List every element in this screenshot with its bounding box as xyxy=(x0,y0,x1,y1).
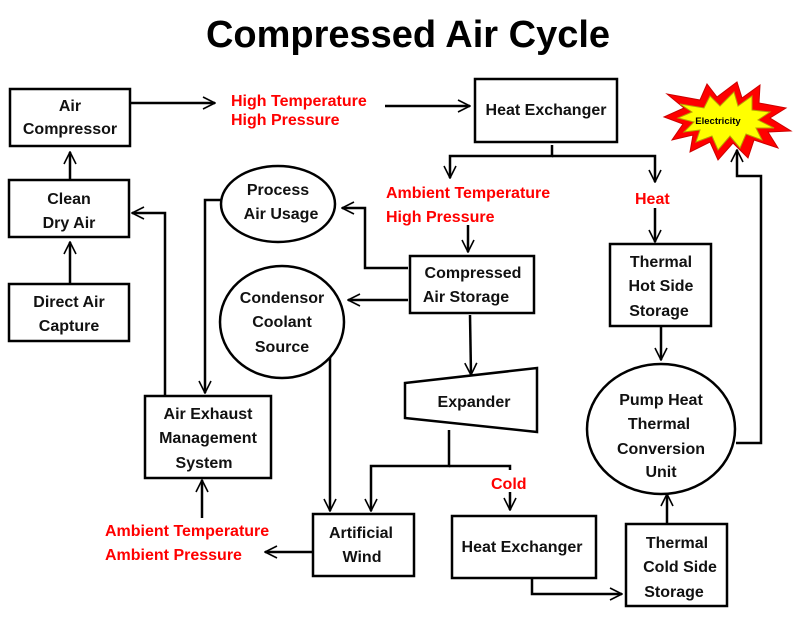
svg-text:System: System xyxy=(176,455,233,472)
svg-text:High Pressure: High Pressure xyxy=(231,112,340,129)
svg-text:Unit: Unit xyxy=(645,464,677,481)
label-heat: Heat xyxy=(635,191,670,208)
node-pump-heat-thermal-conversion: Pump Heat Thermal Conversion Unit xyxy=(585,362,737,496)
node-clean-dry-air: Clean Dry Air xyxy=(7,178,131,239)
svg-text:Pump Heat: Pump Heat xyxy=(619,392,703,409)
label-ambient-temp-high-pressure: Ambient Temperature High Pressure xyxy=(386,185,550,226)
svg-text:Process: Process xyxy=(247,182,309,199)
node-process-air-usage: Process Air Usage xyxy=(219,164,337,244)
svg-text:Compressed: Compressed xyxy=(425,265,522,282)
svg-text:Management: Management xyxy=(159,430,257,447)
node-thermal-cold-side-storage: Thermal Cold Side Storage xyxy=(624,522,729,608)
svg-text:Artificial: Artificial xyxy=(329,525,393,542)
svg-text:Heat Exchanger: Heat Exchanger xyxy=(462,539,583,556)
node-thermal-hot-side-storage: Thermal Hot Side Storage xyxy=(608,242,713,328)
node-direct-air-capture: Direct Air Capture xyxy=(7,282,131,343)
connectors xyxy=(70,103,763,594)
svg-text:Heat Exchanger: Heat Exchanger xyxy=(486,102,607,119)
node-artificial-wind: Artificial Wind xyxy=(311,512,416,578)
node-heat-exchanger-top: Heat Exchanger xyxy=(473,77,619,144)
node-compressed-air-storage: Compressed Air Storage xyxy=(408,254,536,315)
arrow-storage-to-expander xyxy=(470,314,471,375)
arrow-storage-to-process-air xyxy=(342,208,408,270)
svg-text:Hot Side: Hot Side xyxy=(629,278,694,295)
svg-text:Capture: Capture xyxy=(39,318,100,335)
svg-text:Expander: Expander xyxy=(438,394,511,411)
svg-text:Dry Air: Dry Air xyxy=(43,215,96,232)
svg-text:Cold Side: Cold Side xyxy=(643,559,717,576)
svg-text:Thermal: Thermal xyxy=(630,254,692,271)
svg-text:Ambient Temperature: Ambient Temperature xyxy=(386,185,550,202)
svg-text:Heat: Heat xyxy=(635,191,670,208)
arrow-process-air-to-exhaust xyxy=(205,198,222,393)
svg-text:Condensor: Condensor xyxy=(240,290,324,307)
svg-text:Clean: Clean xyxy=(47,191,91,208)
svg-text:Air Exhaust: Air Exhaust xyxy=(164,406,254,423)
svg-text:Thermal: Thermal xyxy=(646,535,708,552)
arrow-pump-to-electricity xyxy=(736,150,763,445)
arrow-heat-exchanger-to-heat xyxy=(552,154,655,182)
diagram-title: Compressed Air Cycle xyxy=(206,14,610,56)
svg-text:Wind: Wind xyxy=(343,549,382,566)
node-expander: Expander xyxy=(403,366,539,434)
svg-text:Coolant: Coolant xyxy=(252,314,312,331)
svg-text:Air Usage: Air Usage xyxy=(244,206,319,223)
svg-text:Storage: Storage xyxy=(644,584,704,601)
label-cold: Cold xyxy=(491,476,527,493)
svg-text:Direct Air: Direct Air xyxy=(33,294,104,311)
line-expander-to-cold xyxy=(449,464,512,470)
arrow-exhaust-to-clean-air xyxy=(132,213,167,395)
svg-text:High Temperature: High Temperature xyxy=(231,93,367,110)
node-heat-exchanger-bottom: Heat Exchanger xyxy=(450,514,598,580)
node-condensor-coolant-source: Condensor Coolant Source xyxy=(218,264,346,380)
node-air-compressor: Air Compressor xyxy=(8,87,132,148)
arrow-heat-exchanger-to-cold-storage xyxy=(530,579,622,594)
label-ambient-temp-ambient-pressure: Ambient Temperature Ambient Pressure xyxy=(105,523,269,564)
svg-text:Air Storage: Air Storage xyxy=(423,289,509,306)
svg-text:Compressor: Compressor xyxy=(23,121,117,138)
svg-text:Conversion: Conversion xyxy=(617,441,705,458)
node-air-exhaust-management: Air Exhaust Management System xyxy=(143,394,273,480)
arrow-expander-to-wind xyxy=(371,430,451,511)
svg-text:High Pressure: High Pressure xyxy=(386,209,495,226)
svg-text:Source: Source xyxy=(255,339,309,356)
svg-text:Storage: Storage xyxy=(629,303,689,320)
arrow-heat-exchanger-to-ambient xyxy=(450,145,554,178)
svg-text:Cold: Cold xyxy=(491,476,527,493)
electricity-burst-icon: Electricity xyxy=(662,81,793,161)
svg-text:Ambient Temperature: Ambient Temperature xyxy=(105,523,269,540)
svg-text:Ambient Pressure: Ambient Pressure xyxy=(105,547,242,564)
svg-text:Air: Air xyxy=(59,98,81,115)
svg-text:Thermal: Thermal xyxy=(628,416,690,433)
electricity-label: Electricity xyxy=(695,116,741,127)
label-high-temp-high-pressure: High Temperature High Pressure xyxy=(231,93,367,129)
